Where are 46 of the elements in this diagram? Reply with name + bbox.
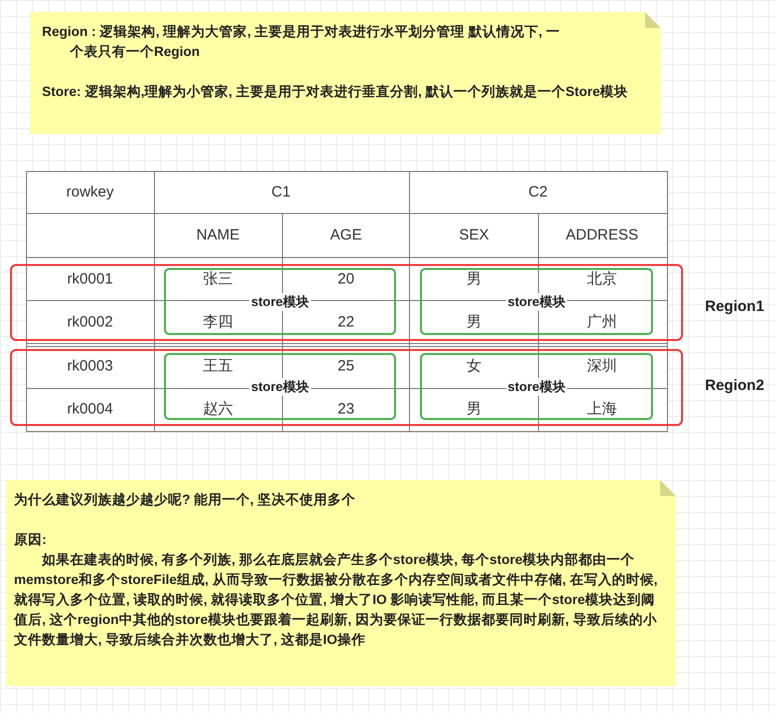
note-text: Store: 逻辑架构,理解为小管家, 主要是用于对表进行垂直分割, 默认一个列族就是一个Store模块 <box>42 83 630 101</box>
cell-value: 23 <box>338 400 354 418</box>
column-header: ADDRESS <box>566 226 638 244</box>
column-header: SEX <box>459 226 489 244</box>
note-subheading: 原因: <box>14 531 48 549</box>
note-text: Region : 逻辑架构, 理解为大管家, 主要是用于对表进行水平划分管理 默认情况下, 一个表只有一个Region <box>42 23 561 61</box>
cell-value: 20 <box>338 270 354 288</box>
region-label: Region2 <box>705 377 764 394</box>
column-header: rowkey <box>66 184 114 200</box>
note-heading: 为什么建议列族越少越少呢? 能用一个, 坚决不使用多个 <box>14 491 356 509</box>
cell-value: 赵六 <box>203 400 233 418</box>
cell-value: 张三 <box>203 270 233 288</box>
store-outline <box>420 268 653 335</box>
cell-value: 25 <box>338 358 354 374</box>
row-key: rk0004 <box>67 400 113 418</box>
store-label: store模块 <box>249 292 311 310</box>
cell-value: 男 <box>466 400 482 418</box>
column-header: AGE <box>330 226 362 244</box>
store-label: store模块 <box>506 378 568 396</box>
store-outline <box>420 353 653 420</box>
cell-value: 22 <box>338 314 354 330</box>
store-outline <box>164 353 396 420</box>
row-key: rk0003 <box>67 358 113 374</box>
cell-value: 男 <box>466 312 482 332</box>
cell-value: 王五 <box>203 356 233 376</box>
region-label: Region1 <box>705 298 764 315</box>
store-outline <box>164 268 396 335</box>
sticky-note <box>6 480 676 686</box>
region-outline <box>10 349 683 426</box>
cell-value: 上海 <box>587 400 617 418</box>
column-header: NAME <box>196 226 240 244</box>
row-key: rk0001 <box>67 270 113 288</box>
note-text: 如果在建表的时候, 有多个列族, 那么在底层就会产生多个store模块, 每个store模块内部都由一个memstore和多个storeFile组成, 从而导致一行数据被分散在多个内存空间或者文件中存储, 在写入的时候, 就得写入多个位置, 读取的时候, 就得读取多个位置, 增大了IO 影响读写性能, 而且某一个store模块达到阈值后, 这个region中其他的store模块也要跟着一起刷新, 因为要保证一行数据都要同时刷新, 导致后续的小文件数量增大, 导致后续合并次数也增大了, 这都是IO操作 <box>14 551 659 649</box>
cell-value: 女 <box>466 356 482 376</box>
cell-value: 深圳 <box>587 356 617 376</box>
column-header: C2 <box>528 184 548 200</box>
cell-value: 广州 <box>587 312 617 332</box>
cell-value: 北京 <box>587 270 617 288</box>
region-outline <box>10 264 683 341</box>
sticky-note <box>30 12 661 134</box>
cell-value: 男 <box>466 270 482 288</box>
store-label: store模块 <box>249 378 311 396</box>
store-label: store模块 <box>506 292 568 310</box>
row-key: rk0002 <box>67 314 113 330</box>
column-header: C1 <box>271 184 291 200</box>
cell-value: 李四 <box>203 312 233 332</box>
